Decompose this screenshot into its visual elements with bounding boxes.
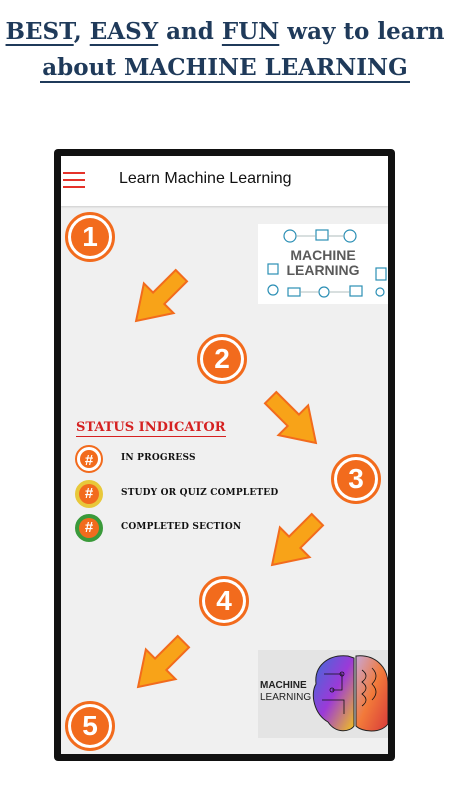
step-2-label: 2 [203, 340, 241, 378]
hamburger-menu-icon[interactable] [63, 172, 85, 190]
step-3-button[interactable]: 3 [331, 454, 381, 504]
brain-illustration [312, 655, 388, 732]
status-symbol: # [79, 484, 99, 504]
app-screen: Learn Machine Learning 1 2 3 4 5 STATUS … [61, 156, 388, 754]
headline-comma: , [73, 18, 82, 45]
status-indicator-title: STATUS INDICATOR [76, 420, 226, 437]
status-study-completed-icon: # [75, 480, 103, 508]
headline-word-easy: EASY [89, 18, 159, 45]
arrow-down-left-icon [136, 634, 191, 689]
step-4-button[interactable]: 4 [199, 576, 249, 626]
headline-line-2: about MACHINE LEARNING [0, 50, 450, 86]
ml-icons-illustration [267, 229, 387, 298]
card2-title-line-2: LEARNING [260, 692, 312, 703]
card2-title-line-1: MACHINE [260, 680, 307, 691]
card1-title: MACHINE LEARNING [282, 248, 364, 278]
arrow-down-right-icon [134, 268, 189, 323]
card1-title-line-2: LEARNING [286, 262, 360, 278]
headline-line-1: BEST, EASY and FUN way to learn [0, 14, 450, 50]
card2-title: MACHINE LEARNING [260, 680, 311, 704]
headline-rest: way to learn [279, 18, 445, 45]
card1-title-line-1: MACHINE [290, 247, 356, 263]
step-1-label: 1 [71, 218, 109, 256]
machine-learning-brain-image: MACHINE LEARNING [258, 650, 388, 738]
app-bar: Learn Machine Learning [61, 156, 388, 206]
headline-and: and [158, 18, 222, 45]
step-5-label: 5 [71, 707, 109, 745]
step-3-label: 3 [337, 460, 375, 498]
status-in-progress-icon: # [75, 445, 103, 473]
status-section-completed-label: COMPLETED SECTION [121, 522, 242, 532]
headline-word-best: BEST [5, 18, 74, 45]
app-title: Learn Machine Learning [119, 170, 292, 187]
step-4-label: 4 [205, 582, 243, 620]
status-symbol: # [80, 450, 98, 469]
arrow-down-left-icon [270, 512, 325, 567]
status-study-completed-label: STUDY OR QUIZ COMPLETED [121, 488, 279, 498]
step-2-button[interactable]: 2 [197, 334, 247, 384]
status-symbol: # [79, 518, 99, 538]
machine-learning-infographic-image: MACHINE LEARNING [258, 224, 388, 304]
step-1-button[interactable]: 1 [65, 212, 115, 262]
headline-line-2-text: about MACHINE LEARNING [40, 54, 410, 83]
arrow-down-right-icon [263, 390, 318, 445]
headline-word-fun: FUN [221, 18, 280, 45]
status-section-completed-icon: # [75, 514, 103, 542]
step-5-button[interactable]: 5 [65, 701, 115, 751]
promo-headline: BEST, EASY and FUN way to learn about MA… [0, 14, 450, 86]
status-in-progress-label: IN PROGRESS [121, 453, 196, 463]
